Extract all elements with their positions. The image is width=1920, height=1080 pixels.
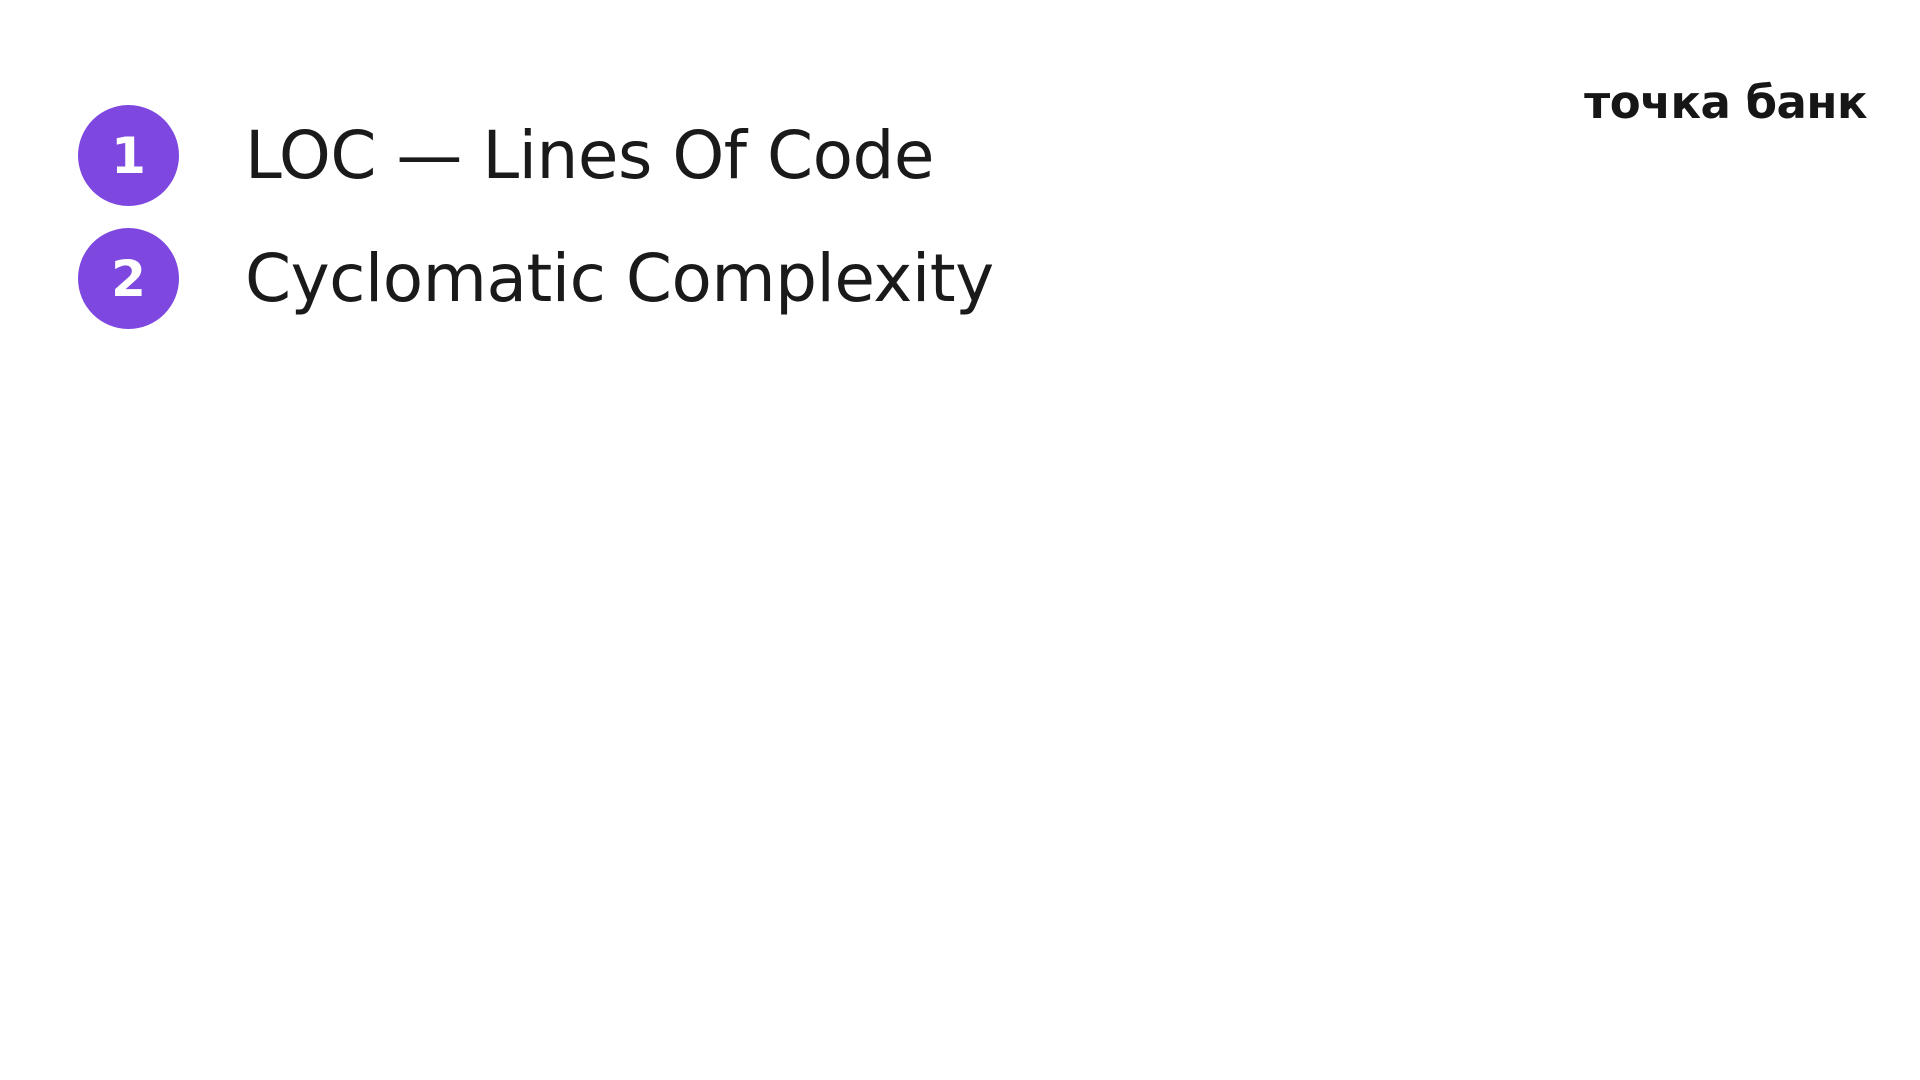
list-item-label: LOC — Lines Of Code bbox=[245, 116, 934, 194]
list-item: 2 Cyclomatic Complexity bbox=[78, 228, 994, 329]
list-item: 1 LOC — Lines Of Code bbox=[78, 105, 994, 206]
list-item-label: Cyclomatic Complexity bbox=[245, 239, 994, 317]
number-badge: 1 bbox=[78, 105, 179, 206]
brand-logo: точка банк bbox=[1584, 76, 1867, 129]
number-badge: 2 bbox=[78, 228, 179, 329]
numbered-list: 1 LOC — Lines Of Code 2 Cyclomatic Compl… bbox=[78, 105, 994, 351]
